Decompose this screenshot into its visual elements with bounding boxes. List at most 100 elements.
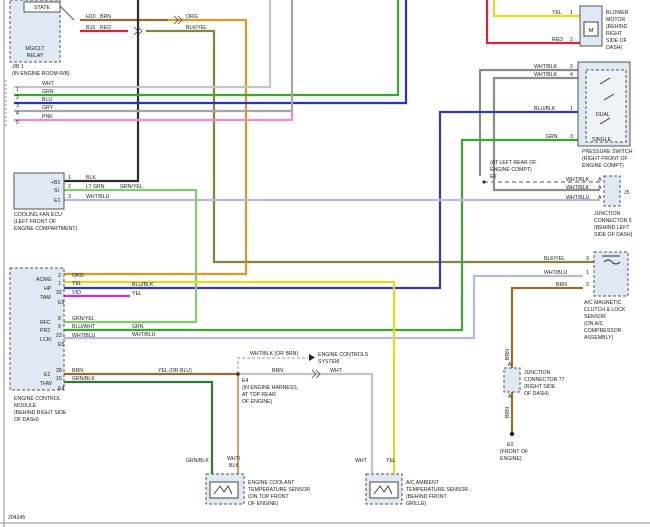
ecm-pin-nums: 2 1 32 8 9 23 28 15 (56, 273, 62, 382)
wire-fan-ltgrn (64, 188, 198, 324)
ecm-pin-num: 32 (56, 290, 62, 296)
engine-controls-arrow-icon (309, 354, 315, 361)
wire-blower-red (485, 0, 583, 45)
ecm-pin-num: 15 (56, 376, 62, 382)
ecm-pin-num: 23 (56, 333, 62, 339)
wire-jb-pnk (14, 111, 294, 122)
coolant-label: (ON TOP FRONT (248, 494, 289, 500)
jc5-box (603, 175, 621, 207)
jc5-label: JUNCTION (594, 211, 620, 217)
fan-ecu-box (13, 172, 65, 210)
sensor-bus-arrow: SYSTEM (318, 359, 339, 365)
sensor-bus-arrow: ENGINE CONTROLS (318, 352, 369, 358)
connector-sensor-wht (311, 369, 321, 379)
jc5-label: (BEHIND LEFT (594, 225, 630, 231)
sensor-bus-e4: E4 (242, 378, 248, 384)
ambient-label: A/C AMBIENT (406, 480, 440, 486)
ecm-label: MODULE (14, 403, 37, 409)
clutch-label-line: SENSOR (584, 314, 606, 320)
fan-ecu-pin-name: SI (54, 188, 59, 194)
jc5-note: E6 (490, 174, 496, 180)
coolant-wire-a: GRN/BLK (186, 458, 209, 464)
ecm-box (9, 267, 65, 391)
ecm-mid-whtblu: WHT/BLU (132, 332, 156, 338)
blower-motor-icon (583, 21, 599, 37)
thermistor-icon (373, 485, 393, 495)
figure-id: 204245 (8, 515, 25, 521)
clutch-label-line: COMPRESSOR (584, 328, 622, 334)
ground-e0-label: E0 (507, 442, 513, 448)
coolant-label: OF ENGINE) (248, 501, 279, 507)
pressure-wire: BLU/BLK (534, 106, 556, 112)
ground-e0-label: ENGINE) (500, 456, 522, 462)
jb-wire-label: PNK (42, 114, 53, 120)
clutch-label-line: (ON A/C (584, 321, 604, 327)
ecm-label: OF DASH) (14, 417, 39, 423)
jb-wire-num: 3 (16, 103, 19, 109)
wire-sensor-top (237, 357, 308, 374)
coolant-label: ENGINE COOLANT (248, 480, 295, 486)
ecm-pin-num: 2 (58, 273, 61, 279)
ecm-pin-name: ACMG (36, 277, 52, 283)
ecm-wire: GRN/BLK (72, 376, 95, 382)
wire-org-top (168, 18, 248, 262)
pressure-pin: 4 (570, 72, 573, 78)
blower-label-line: MOTOR (606, 17, 625, 23)
wire-ecm-grnblk (64, 380, 214, 474)
pressure-pin: 2 (570, 64, 573, 70)
pressure-pin: 3 (570, 134, 573, 140)
pressure-wire: GRN (546, 134, 558, 140)
ambient-wire-a: WHT (355, 458, 368, 464)
splice-e4-dot (236, 372, 240, 376)
clutch-pin: 3 (586, 256, 589, 262)
relay-title: MG/CLT (25, 46, 45, 52)
clutch-wire: BRN (556, 282, 567, 288)
ecm-pin-name: LCKI (40, 337, 52, 343)
blower-label-line: SIDE OF (606, 38, 627, 44)
pressure-label: (RIGHT FRONT OF (582, 156, 628, 162)
jc77-pin: A (508, 362, 512, 368)
wire-clutch-brn (510, 286, 583, 370)
clutch-label-line: ASSEMBLY) (584, 335, 614, 341)
jc77-pin: A (508, 394, 512, 400)
pressure-dual: DUAL (596, 112, 610, 118)
clutch-coil-icon (602, 255, 621, 265)
jb-wire-labels: WHT GRN BLU GRY PNK 1 2 3 4 5 (16, 81, 55, 126)
jc5-label: CONNECTOR 5 (594, 218, 632, 224)
jc77-label: OF DASH) (524, 391, 549, 397)
sensor-bus-e4: OF ENGINE) (242, 399, 273, 405)
wire-jc5-whtblk (492, 176, 600, 192)
wire-ps-whtblk2 (492, 76, 583, 176)
coolant-sensor-element (209, 481, 239, 499)
jc5-wire: WHT/BLK (566, 185, 590, 191)
fan-ecu-wire: LT GRN (86, 184, 105, 190)
ambient-wire-b: YEL (386, 458, 396, 464)
clutch-pin: 1 (586, 270, 589, 276)
wire-blower-yel (492, 0, 583, 18)
jc77-brn2: BRN (505, 407, 511, 418)
blower-label: BLOWER MOTOR (BEHIND RIGHT SIDE OF DASH) (606, 10, 629, 51)
jb-wire-label: GRN (42, 89, 54, 95)
coolant-wire-b: BLK (229, 463, 239, 469)
wire-blk-vert (64, 0, 140, 183)
wire-label-red-top: RED (100, 25, 111, 31)
fan-ecu-wire: BLK (86, 175, 96, 181)
clutch-label-line: A/C MAGNETIC (584, 300, 622, 306)
jc5-note: ENGINE COMPT) (490, 167, 532, 173)
wire-ps-grn (64, 138, 583, 332)
wire-jb-blu (14, 0, 408, 105)
fan-ecu-pin-num: 1 (68, 175, 71, 181)
jc5-label: SIDE OF DASH) (594, 232, 633, 238)
pressure-label: ENGINE COMPT) (582, 163, 624, 169)
ecm-pin-name: RFC (40, 320, 51, 326)
jc5-wire: WHT/BLU (566, 195, 590, 201)
jc77-label: JUNCTION (524, 370, 550, 376)
clutch-label-line: CLUTCH & LOCK (584, 307, 626, 313)
jc77-label: CONNECTOR 77 (524, 377, 565, 383)
ecm-wire: GRN/YEL (72, 316, 95, 322)
relay-coil-line (59, 5, 75, 21)
pressure-wire: WHT/BLK (534, 72, 558, 78)
pressure-single: SINGLE (592, 137, 612, 143)
jc5-pin: A (598, 195, 602, 201)
